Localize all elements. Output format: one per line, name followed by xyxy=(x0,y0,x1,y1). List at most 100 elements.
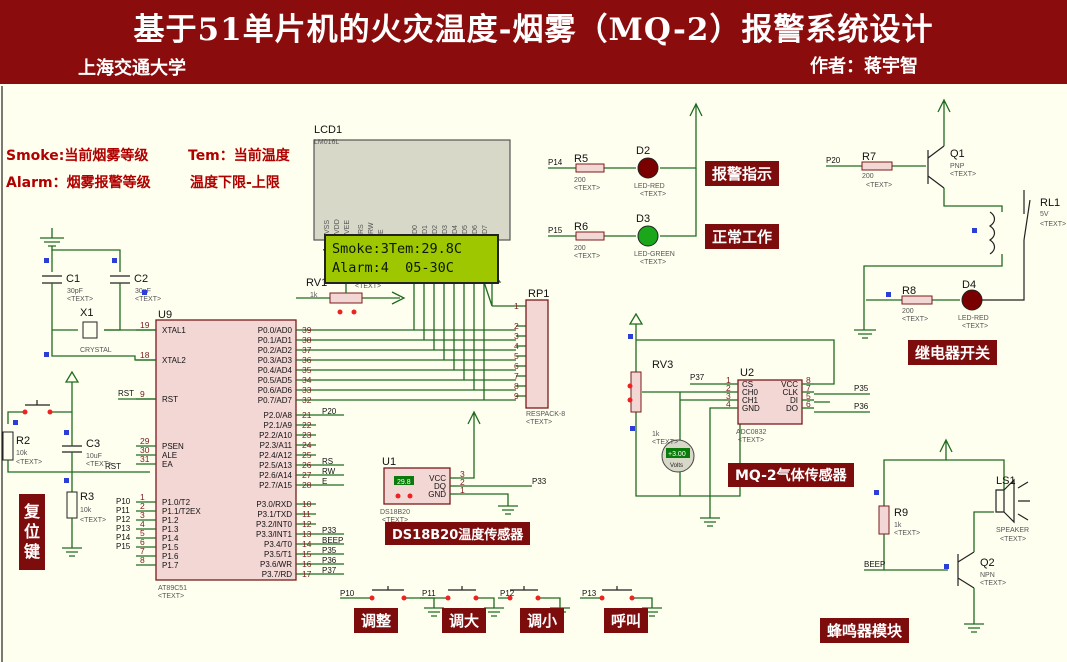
call-button[interactable]: 呼叫 xyxy=(604,608,649,633)
u9-net-label: P20 xyxy=(322,407,337,416)
up-button[interactable]: 调大 xyxy=(442,608,487,633)
probe-marker xyxy=(112,258,117,263)
net-rst: RST xyxy=(118,389,134,398)
u9-pin-number: 29 xyxy=(140,436,150,446)
u9-pin-name: P1.4 xyxy=(162,534,179,543)
adjust-button[interactable]: 调整 xyxy=(354,608,399,633)
rv1-body[interactable] xyxy=(329,292,363,304)
u9-pin-name: XTAL2 xyxy=(162,356,186,365)
voltmeter-unit: Volts xyxy=(670,463,683,469)
probe-marker xyxy=(886,292,891,297)
rp1-text-placeholder: <TEXT> xyxy=(526,419,552,426)
r7-body[interactable] xyxy=(861,161,893,171)
c1-text-placeholder: <TEXT> xyxy=(67,296,93,303)
rp1-pin-number: 5 xyxy=(514,351,519,361)
u9-pin-name: P3.3/INT1 xyxy=(256,530,293,539)
u9-pin-number: 9 xyxy=(140,389,145,399)
r6-text-placeholder: <TEXT> xyxy=(574,253,600,260)
u9-pin-number: 28 xyxy=(302,480,312,490)
normal-work-label: 正常工作 xyxy=(705,224,780,249)
lcd1-label: LCD1 xyxy=(314,124,342,136)
q2-text-placeholder: <TEXT> xyxy=(980,580,1006,587)
author-name: 作者：蒋宇智 xyxy=(810,56,918,77)
d3-model: LED-GREEN xyxy=(634,251,675,258)
down-button[interactable]: 调小 xyxy=(520,608,565,633)
lcd-pin-label: D2 xyxy=(432,225,439,234)
u9-pin-name: RST xyxy=(162,395,178,404)
lcd-pin-label: D0 xyxy=(412,225,419,234)
u9-pin-number: 37 xyxy=(302,345,312,355)
r9-body[interactable] xyxy=(878,505,890,535)
u1-pin-name: GND xyxy=(428,490,446,499)
q1-text-placeholder: <TEXT> xyxy=(950,171,976,178)
u9-pin-name: XTAL1 xyxy=(162,326,186,335)
u9-pin-number: 32 xyxy=(302,395,312,405)
x1-label: X1 xyxy=(80,307,93,319)
u1-pin-name: DQ xyxy=(434,482,446,491)
d3-led[interactable] xyxy=(637,225,659,247)
net-p33-u1: P33 xyxy=(532,477,547,486)
c2-text-placeholder: <TEXT> xyxy=(135,296,161,303)
lcd-pin-label: VSS xyxy=(324,220,331,234)
u1-pin-number: 1 xyxy=(460,485,465,495)
net-p15-r6: P15 xyxy=(548,226,563,235)
u9-pin-name: P0.4/AD4 xyxy=(258,366,293,375)
u9-pin-name: P3.0/RXD xyxy=(256,500,292,509)
net-beep-q2: BEEP xyxy=(864,560,885,569)
u9-pin-number: 13 xyxy=(302,529,312,539)
r8-value: 200 xyxy=(902,308,914,315)
u2-pin-name: CLK xyxy=(782,388,798,397)
u9-pin-name: P2.2/A10 xyxy=(259,431,292,440)
u9-pin-number: 14 xyxy=(302,539,312,549)
u2-pin-number: 7 xyxy=(806,383,811,393)
d2-led[interactable] xyxy=(637,157,659,179)
u9-pin-number: 10 xyxy=(302,499,312,509)
lcd1-model: LM016L xyxy=(314,139,339,146)
c3-value: 10uF xyxy=(86,453,102,460)
u9-pin-name: P2.1/A9 xyxy=(264,421,293,430)
lcd-pin-label: E xyxy=(378,229,385,234)
key-row: P10 P11 P12 P13 xyxy=(340,586,662,617)
rp1-pin-number: 1 xyxy=(514,301,519,311)
r8-body[interactable] xyxy=(901,295,933,305)
u9-pin-name: P0.6/AD6 xyxy=(258,386,293,395)
lcd-screen: Smoke:3Tem:29.8C Alarm:4 05-30C xyxy=(324,234,499,284)
u9-pin-number: 33 xyxy=(302,385,312,395)
u9-net-label: P12 xyxy=(116,515,131,524)
probe-marker xyxy=(44,352,49,357)
rp1-pin-number: 4 xyxy=(514,341,519,351)
probe-marker xyxy=(628,334,633,339)
u9-right-pins: 39P0.0/AD038P0.1/AD137P0.2/AD236P0.3/AD3… xyxy=(256,325,344,579)
u9-mcu-body[interactable] xyxy=(155,319,297,581)
u1-ds18b20-body[interactable] xyxy=(383,467,451,505)
net-rst-2: RST xyxy=(105,462,121,471)
u9-pin-number: 38 xyxy=(302,335,312,345)
r6-body[interactable] xyxy=(575,231,605,241)
lcd1-module[interactable] xyxy=(313,139,511,241)
u1-pin-number: 2 xyxy=(460,477,465,487)
voltmeter-reading: +3.00 xyxy=(668,451,686,458)
net-p36: P36 xyxy=(854,402,869,411)
d4-led[interactable] xyxy=(961,289,983,311)
rp1-body[interactable] xyxy=(525,299,549,409)
r9-text-placeholder: <TEXT> xyxy=(894,530,920,537)
rv1-text-placeholder: <TEXT> xyxy=(355,283,381,290)
probe-marker xyxy=(142,290,147,295)
u2-pin-name: DO xyxy=(786,404,798,413)
rp1-pin-number: 9 xyxy=(514,391,519,401)
net-p35: P35 xyxy=(854,384,869,393)
u2-pin-name: GND xyxy=(742,404,760,413)
r5-body[interactable] xyxy=(575,163,605,173)
ds18b20-label: DS18B20温度传感器 xyxy=(385,522,531,545)
probe-marker xyxy=(44,258,49,263)
rp1-model: RESPACK-8 xyxy=(526,411,565,418)
u9-pin-name: P1.3 xyxy=(162,525,179,534)
u9-pin-name: P2.5/A13 xyxy=(259,461,292,470)
u9-pin-number: 1 xyxy=(140,492,145,502)
u9-left-pins: 19XTAL118XTAL29RST29PSEN30ALE31EA1P1.0/T… xyxy=(116,320,201,570)
u9-pin-name: P3.2/INT0 xyxy=(256,520,293,529)
u9-pin-name: P2.0/A8 xyxy=(264,411,293,420)
u2-adc-body[interactable] xyxy=(737,379,803,425)
rv3-body[interactable] xyxy=(630,371,642,413)
